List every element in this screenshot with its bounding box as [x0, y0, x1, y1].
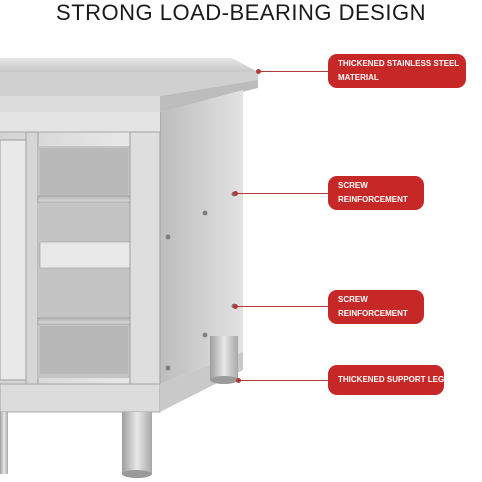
callout-screw-reinforcement-upper: SCREW REINFORCEMENT	[328, 176, 424, 210]
callout-dot	[233, 304, 238, 309]
callout-support-legs: THICKENED SUPPORT LEGS	[328, 365, 450, 395]
front-right-post	[129, 131, 161, 385]
callout-line2: REINFORCEMENT	[338, 195, 408, 204]
screw	[165, 234, 171, 240]
callout-line	[236, 306, 328, 307]
callout-dot	[256, 69, 261, 74]
callout-line	[238, 380, 328, 381]
callout-line	[258, 71, 328, 72]
door-post	[25, 131, 39, 385]
screw	[165, 365, 171, 371]
support-leg	[210, 336, 238, 380]
callout-line2: REINFORCEMENT	[338, 309, 408, 318]
bottom-rail	[0, 383, 161, 413]
support-leg	[0, 412, 8, 474]
callout-line	[236, 193, 328, 194]
support-leg	[122, 412, 152, 474]
worktop-side-edge	[160, 80, 258, 112]
callout-screw-reinforcement-lower: SCREW REINFORCEMENT	[328, 290, 424, 324]
worktop-surface	[0, 58, 258, 72]
screw	[202, 210, 208, 216]
shelf	[37, 195, 131, 203]
front-top-rail	[0, 112, 160, 132]
worktop-front-edge	[0, 96, 160, 112]
shelf	[39, 241, 131, 269]
page-title: STRONG LOAD-BEARING DESIGN	[56, 0, 426, 25]
callout-line1: THICKENED STAINLESS STEEL	[338, 59, 460, 68]
worktop-top	[0, 72, 258, 96]
callout-dot	[233, 191, 238, 196]
callout-line1: SCREW	[338, 295, 368, 304]
callout-line1: THICKENED SUPPORT LEGS	[338, 375, 450, 384]
screw	[202, 332, 208, 338]
callout-line2: MATERIAL	[338, 73, 379, 82]
sliding-door	[0, 139, 27, 381]
callout-line1: SCREW	[338, 181, 368, 190]
callout-dot	[236, 378, 241, 383]
cabinet-side-panel	[160, 90, 243, 384]
callout-stainless-steel: THICKENED STAINLESS STEEL MATERIAL	[328, 54, 466, 88]
shelf	[37, 317, 131, 325]
